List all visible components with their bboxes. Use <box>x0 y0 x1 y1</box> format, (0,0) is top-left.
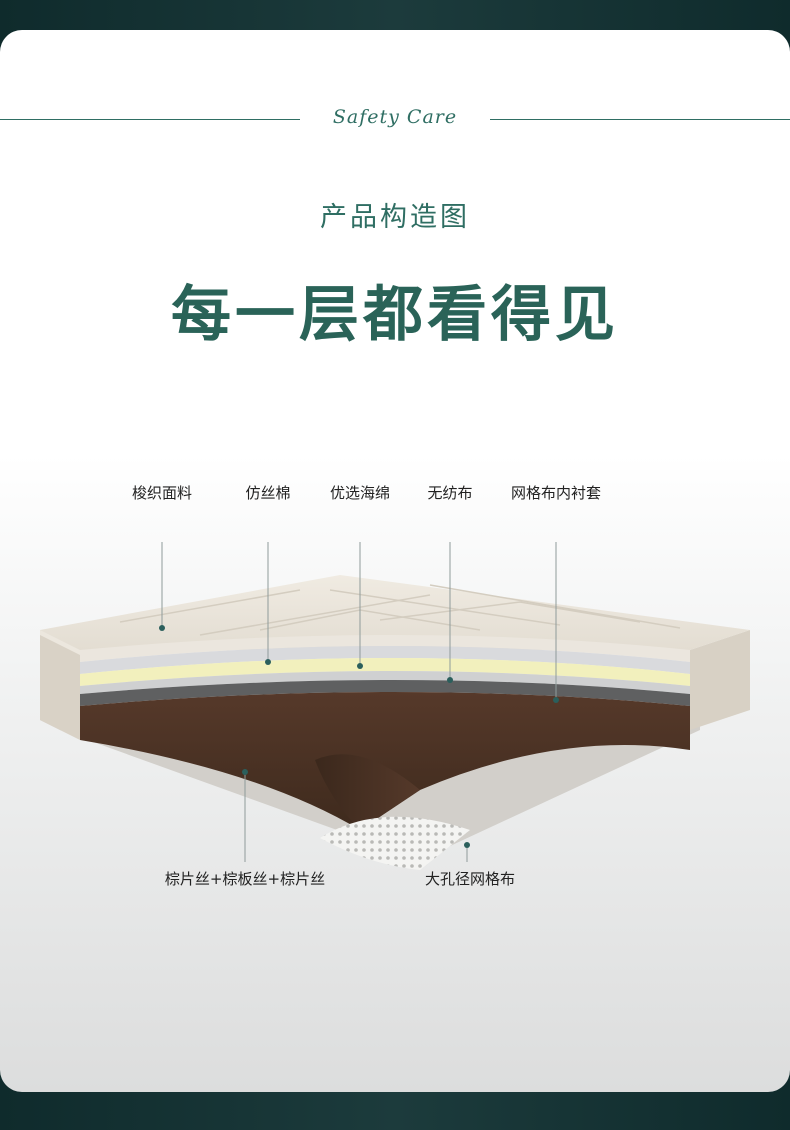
layer-nonwoven <box>80 671 690 694</box>
label-silk-cotton: 仿丝棉 <box>245 484 291 502</box>
label-mesh-liner: 网格布内衬套 <box>510 484 602 502</box>
label-nonwoven: 无纺布 <box>427 484 473 502</box>
layer-silk-cotton <box>80 646 690 674</box>
right-edge-block <box>690 630 750 730</box>
label-coir-core: 棕片丝+棕板丝+棕片丝 <box>164 870 326 888</box>
layer-ticking-fabric <box>80 635 690 662</box>
section-eyebrow: Safety Care <box>332 106 458 128</box>
header-rule-right <box>490 119 790 120</box>
footer-band <box>0 1092 790 1130</box>
section-subtitle: 产品构造图 <box>320 202 470 233</box>
label-foam: 优选海绵 <box>329 484 391 502</box>
label-large-mesh: 大孔径网格布 <box>424 870 516 888</box>
layer-large-mesh <box>320 816 470 870</box>
layer-mesh-liner <box>80 680 690 706</box>
header-rule-left <box>0 119 300 120</box>
content-card: Safety Care 产品构造图 每一层都看得见 <box>0 30 790 1092</box>
layer-foam <box>80 658 690 686</box>
layer-coir-core <box>80 692 690 830</box>
left-edge-block <box>40 630 80 740</box>
mattress-cross-section-illustration <box>40 542 750 870</box>
label-ticking-fabric: 梭织面料 <box>131 484 193 502</box>
section-title: 每一层都看得见 <box>171 280 619 350</box>
